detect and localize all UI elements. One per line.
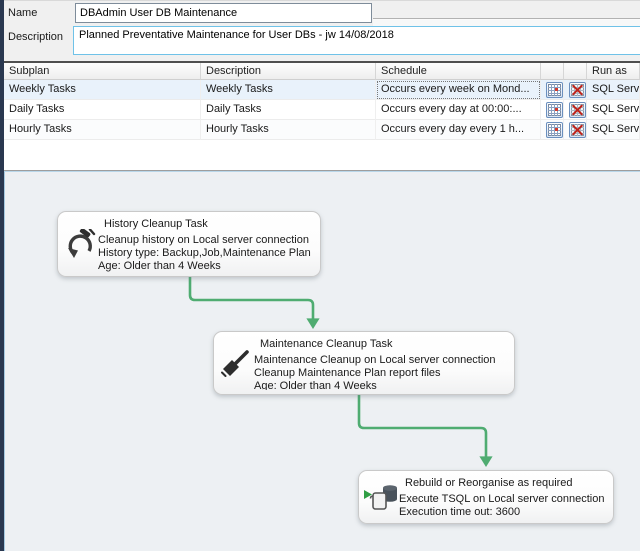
task-execute-tsql[interactable]: Rebuild or Reorganise as required Execut…: [358, 470, 614, 524]
description-cell[interactable]: Weekly Tasks: [201, 80, 376, 100]
calendar-remove-icon[interactable]: [569, 121, 586, 138]
description-label: Description: [8, 31, 64, 43]
subplan-cell[interactable]: Weekly Tasks: [4, 80, 201, 100]
column-header-subplan: Subplan: [4, 63, 201, 80]
description-cell[interactable]: Daily Tasks: [201, 100, 376, 120]
run-as-cell[interactable]: SQL Serv: [587, 120, 640, 140]
schedule-remove-cell: [564, 80, 587, 100]
calendar-icon[interactable]: [546, 121, 563, 138]
subplan-cell[interactable]: Hourly Tasks: [4, 120, 201, 140]
subplan-row-daily[interactable]: Daily Tasks Daily Tasks Occurs every day…: [4, 100, 640, 120]
maintenance-cleanup-icon: [218, 337, 254, 390]
subplan-row-hourly[interactable]: Hourly Tasks Hourly Tasks Occurs every d…: [4, 120, 640, 140]
task-detail: Age: Older than 4 Weeks: [254, 380, 377, 390]
task-title: History Cleanup Task: [104, 218, 208, 230]
run-as-cell[interactable]: SQL Serv: [587, 80, 640, 100]
plan-properties-form: Name Description Planned Preventative Ma…: [4, 0, 640, 61]
task-title: Rebuild or Reorganise as required: [405, 477, 573, 489]
schedule-edit-cell: [541, 120, 564, 140]
task-detail: Maintenance Cleanup on Local server conn…: [254, 354, 496, 366]
schedule-cell[interactable]: Occurs every week on Mond...: [376, 80, 541, 100]
form-separator: [373, 18, 640, 20]
description-cell[interactable]: Hourly Tasks: [201, 120, 376, 140]
subplan-row-weekly[interactable]: Weekly Tasks Weekly Tasks Occurs every w…: [4, 80, 640, 100]
schedule-edit-cell: [541, 100, 564, 120]
description-input[interactable]: Planned Preventative Maintenance for Use…: [73, 26, 640, 55]
subplan-grid: Subplan Description Schedule Run as Week…: [4, 61, 640, 171]
subplan-cell[interactable]: Daily Tasks: [4, 100, 201, 120]
task-maintenance-cleanup[interactable]: Maintenance Cleanup Task Maintenance Cle…: [213, 331, 515, 395]
calendar-remove-icon[interactable]: [569, 81, 586, 98]
execute-tsql-icon: [363, 476, 399, 519]
column-header-description: Description: [201, 63, 376, 80]
run-as-cell[interactable]: SQL Serv: [587, 100, 640, 120]
schedule-remove-cell: [564, 120, 587, 140]
calendar-icon[interactable]: [546, 81, 563, 98]
history-cleanup-icon: [62, 217, 98, 272]
task-detail: Execution time out: 3600: [399, 506, 521, 518]
schedule-cell[interactable]: Occurs every day at 00:00:...: [376, 100, 541, 120]
column-header-edit: [541, 63, 564, 80]
column-header-schedule: Schedule: [376, 63, 541, 80]
name-label: Name: [8, 7, 38, 19]
form-separator-glow: [373, 20, 640, 26]
task-detail: Age: Older than 4 Weeks: [98, 260, 221, 272]
subplan-grid-header: Subplan Description Schedule Run as: [4, 63, 640, 80]
task-detail: History type: Backup,Job,Maintenance Pla…: [98, 247, 311, 259]
schedule-cell[interactable]: Occurs every day every 1 h...: [376, 120, 541, 140]
calendar-remove-icon[interactable]: [569, 101, 586, 118]
task-detail: Execute TSQL on Local server connection: [399, 493, 605, 505]
window-edge-strip: [0, 0, 4, 551]
schedule-remove-cell: [564, 100, 587, 120]
schedule-edit-cell: [541, 80, 564, 100]
task-title: Maintenance Cleanup Task: [260, 338, 393, 350]
task-history-cleanup[interactable]: History Cleanup Task Cleanup history on …: [57, 211, 321, 277]
column-header-run-as: Run as: [587, 63, 640, 80]
task-detail: Cleanup history on Local server connecti…: [98, 234, 309, 246]
task-detail: Cleanup Maintenance Plan report files: [254, 367, 441, 379]
column-header-remove: [564, 63, 587, 80]
calendar-icon[interactable]: [546, 101, 563, 118]
name-input[interactable]: [75, 3, 372, 23]
